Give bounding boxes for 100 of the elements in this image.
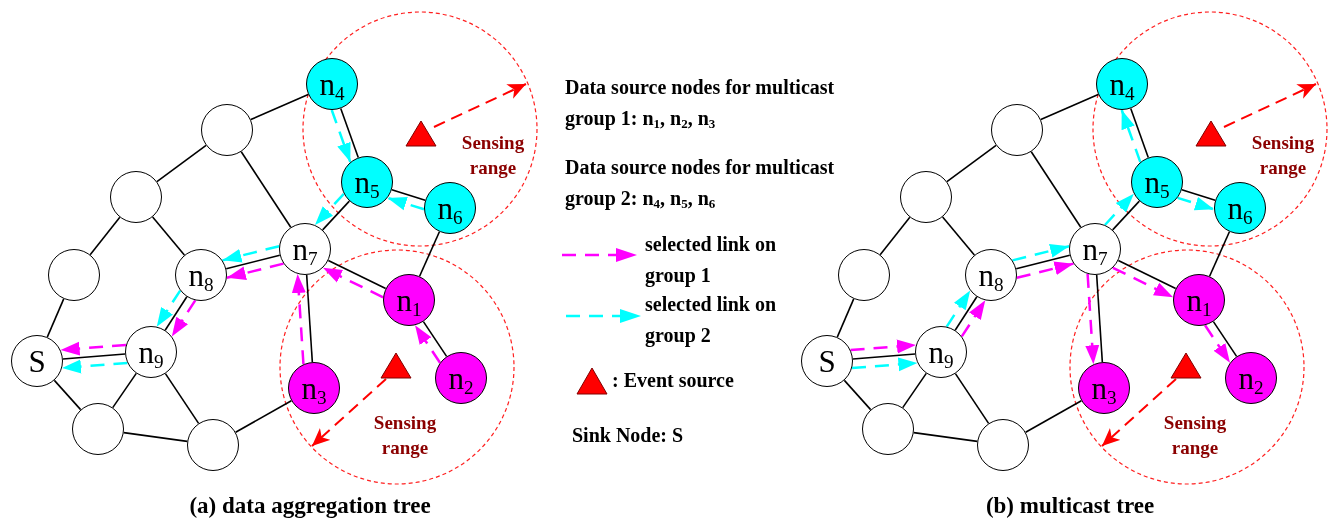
node-label: n$_{1}$ xyxy=(396,284,422,316)
selected-link-arrow xyxy=(960,299,987,338)
selected-link-arrow xyxy=(291,273,306,365)
selected-link-arrow xyxy=(387,196,425,211)
empty-node-circle xyxy=(110,171,162,223)
selected-link-arrow xyxy=(330,109,352,163)
empty-node-circle xyxy=(862,403,914,455)
sensor-node-circle xyxy=(279,223,331,275)
sensor-node-circle xyxy=(1069,223,1121,275)
sensor-node-circle xyxy=(125,326,177,378)
selected-link-arrow xyxy=(170,299,197,338)
node-label: n$_{8}$ xyxy=(978,259,1004,291)
node-label: n$_{7}$ xyxy=(1082,233,1108,265)
selected-link-arrow xyxy=(1112,266,1174,299)
link-line xyxy=(418,230,441,278)
node-label: S xyxy=(28,345,46,377)
selected-link-arrow xyxy=(414,324,442,364)
link-line xyxy=(89,216,121,256)
link-line xyxy=(941,216,976,256)
link-line xyxy=(946,144,997,183)
panel-caption: (b) multicast tree xyxy=(984,492,1156,520)
selected-link-arrow xyxy=(226,262,284,280)
empty-node-circle xyxy=(977,419,1029,471)
empty-node-circle xyxy=(72,403,124,455)
link-line xyxy=(1015,254,1071,270)
link-line xyxy=(1095,274,1104,363)
link-line xyxy=(250,93,309,121)
sensor-node-circle xyxy=(1214,182,1266,234)
sensor-node-circle xyxy=(175,249,227,301)
selected-link-arrow xyxy=(1012,244,1070,262)
link-line xyxy=(912,431,979,443)
node-label: n$_{2}$ xyxy=(448,362,474,394)
link-line xyxy=(53,379,82,411)
node-label: n$_{9}$ xyxy=(928,336,954,368)
node-label: n$_{5}$ xyxy=(354,166,380,198)
link-line xyxy=(1024,399,1083,434)
link-line xyxy=(122,431,189,443)
empty-node-circle xyxy=(991,104,1043,156)
node-label: n$_{7}$ xyxy=(292,233,318,265)
legend-text: selected link on group 2 xyxy=(645,292,778,349)
link-line xyxy=(327,259,387,290)
link-line xyxy=(954,372,990,425)
link-line xyxy=(391,188,426,202)
range-label: Sensing range xyxy=(1250,131,1316,180)
link-line xyxy=(1208,230,1231,278)
empty-node-circle xyxy=(201,104,253,156)
sensor-node-circle xyxy=(288,362,340,414)
link-line xyxy=(1212,320,1238,358)
node-label: n$_{6}$ xyxy=(437,192,463,224)
note-text: Data source nodes for multicast group 2: n$_{4}$, n$_{5}$, n$_{6}$ xyxy=(565,155,836,213)
link-line xyxy=(836,298,855,338)
selected-link-arrow xyxy=(155,289,182,328)
sensor-node-circle xyxy=(341,156,393,208)
sensor-node-circle xyxy=(435,352,487,404)
selected-link-arrow xyxy=(850,339,917,354)
link-line xyxy=(305,274,314,363)
range-label: Sensing range xyxy=(1162,411,1228,460)
selected-link-arrow xyxy=(945,289,972,328)
selected-link-arrow xyxy=(851,357,918,372)
link-line xyxy=(151,216,186,256)
empty-node-circle xyxy=(838,249,890,301)
link-line xyxy=(111,372,138,409)
node-label: n$_{1}$ xyxy=(1186,284,1212,316)
sensor-node-circle xyxy=(11,335,63,387)
link-line xyxy=(46,298,65,338)
link-line xyxy=(1129,107,1150,159)
link-line xyxy=(879,216,911,256)
selected-link-arrow xyxy=(222,244,280,263)
range-label: Sensing range xyxy=(372,411,438,460)
note-text: Sink Node: S xyxy=(572,423,685,448)
selected-link-arrow xyxy=(61,359,128,374)
node-label: S xyxy=(818,345,836,377)
node-label: n$_{5}$ xyxy=(1144,166,1170,198)
link-line xyxy=(1117,259,1177,290)
link-line xyxy=(225,254,281,270)
node-label: n$_{4}$ xyxy=(319,68,345,100)
node-label: n$_{9}$ xyxy=(138,336,164,368)
selected-link-arrow xyxy=(1177,196,1215,211)
sensor-node-circle xyxy=(1173,274,1225,326)
link-line xyxy=(62,353,126,360)
selected-link-arrow xyxy=(1204,324,1232,364)
selected-link-arrow xyxy=(1104,192,1135,226)
range-label: Sensing range xyxy=(460,131,526,180)
sensor-node-circle xyxy=(1096,58,1148,110)
link-line xyxy=(852,353,916,360)
sensor-node-circle xyxy=(306,58,358,110)
selected-link-arrow xyxy=(1120,109,1142,163)
link-line xyxy=(156,144,207,183)
node-label: n$_{6}$ xyxy=(1227,192,1253,224)
link-line xyxy=(954,296,978,331)
sensor-node-circle xyxy=(915,326,967,378)
sensor-node-circle xyxy=(965,249,1017,301)
link-line xyxy=(1181,188,1216,202)
selected-link-arrow xyxy=(314,192,345,226)
note-text: Data source nodes for multicast group 1: n$_{1}$, n$_{2}$, n$_{3}$ xyxy=(565,75,836,133)
legend-text: : Event source xyxy=(612,368,735,393)
sensor-node-circle xyxy=(383,274,435,326)
link-line xyxy=(240,150,292,229)
node-label: n$_{8}$ xyxy=(188,259,214,291)
selected-link-arrow xyxy=(1016,261,1074,280)
